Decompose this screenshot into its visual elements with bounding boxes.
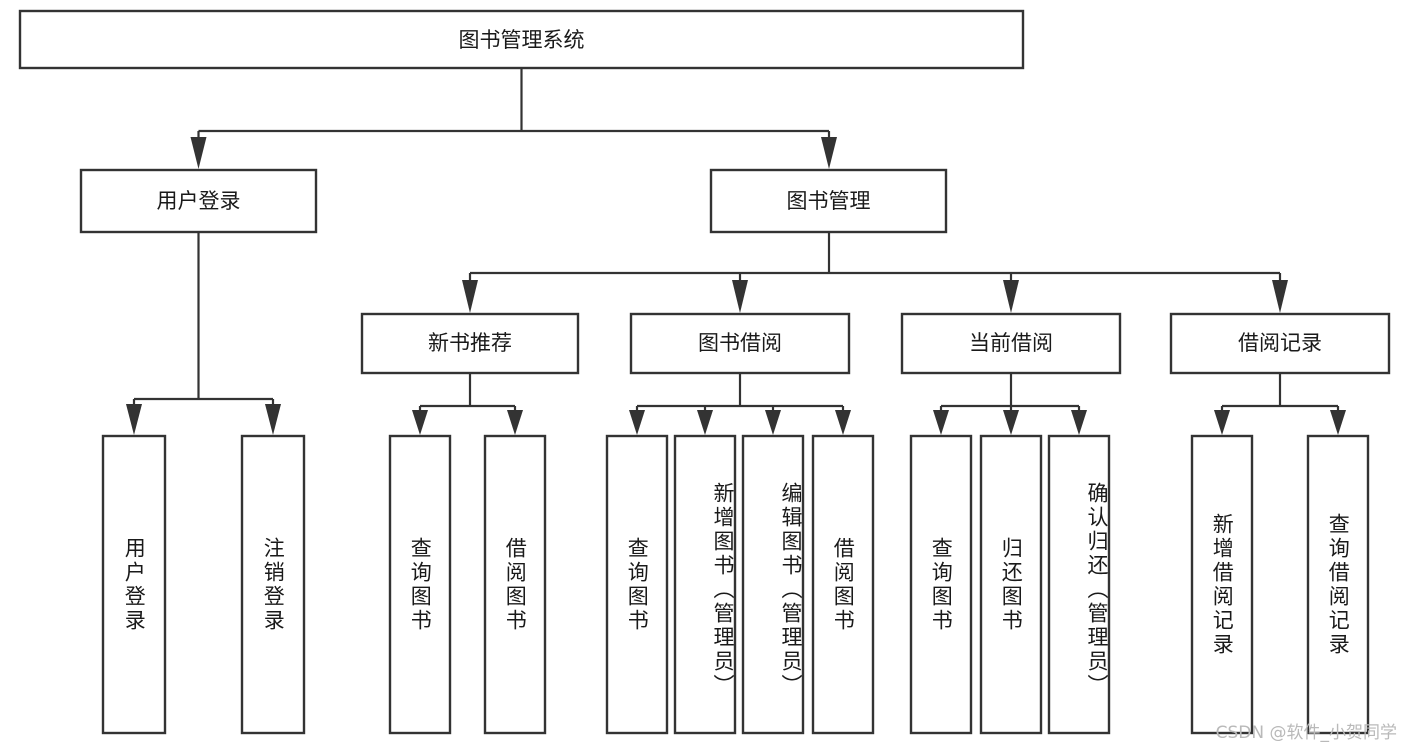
node-leaf-borrow-book-2[interactable] [811,434,875,735]
node-book-manage[interactable] [709,168,948,234]
node-book-borrow-label: 图书借阅 [698,331,782,355]
node-current-borrow-label: 当前借阅 [969,331,1053,355]
arrowhead-book-manage [821,137,837,169]
arrowhead-leaf-add-book [697,410,713,435]
arrowhead-leaf-borrow-book-2 [835,410,851,435]
connectors-group [126,68,1346,435]
node-leaf-query-book-3[interactable] [909,434,973,735]
arrowhead-leaf-query-book-2 [629,410,645,435]
node-current-borrow[interactable] [900,312,1122,375]
node-leaf-user-login[interactable] [101,434,167,735]
node-leaf-query-record[interactable] [1306,434,1370,735]
arrowhead-leaf-edit-book [765,410,781,435]
arrowhead-leaf-user-login [126,404,142,435]
arrowhead-leaf-confirm-return [1071,410,1087,435]
node-book-manage-label: 图书管理 [787,189,871,213]
arrowhead-leaf-return-book [1003,410,1019,435]
node-leaf-user-logout[interactable] [240,434,306,735]
node-book-borrow[interactable] [629,312,851,375]
arrowhead-leaf-add-record [1214,410,1230,435]
arrowhead-leaf-query-book-3 [933,410,949,435]
arrowhead-book-borrow [732,280,748,313]
node-borrow-record-label: 借阅记录 [1238,331,1322,355]
csdn-watermark: CSDN @软件_小贺同学 [1215,723,1397,743]
node-leaf-query-book-1[interactable] [388,434,452,735]
node-leaf-add-book[interactable] [673,434,737,735]
arrowhead-user-login [190,137,207,169]
node-borrow-record[interactable] [1169,312,1391,375]
arrowhead-current-borrow [1003,280,1019,313]
arrowhead-leaf-borrow-book-1 [507,410,523,435]
node-user-login[interactable] [79,168,318,234]
node-leaf-borrow-book-1[interactable] [483,434,547,735]
arrowhead-leaf-user-logout [265,404,281,435]
node-root-label: 图书管理系统 [459,28,585,52]
node-leaf-add-record[interactable] [1190,434,1254,735]
arrowhead-leaf-query-record [1330,410,1346,435]
node-new-book-rec-label: 新书推荐 [428,331,512,355]
node-leaf-edit-book[interactable] [741,434,805,735]
node-leaf-query-book-2[interactable] [605,434,669,735]
arrowhead-new-book-rec [462,280,478,313]
node-leaf-return-book[interactable] [979,434,1043,735]
node-user-login-label: 用户登录 [157,189,241,213]
arrowhead-leaf-query-book-1 [412,410,428,435]
node-leaf-confirm-return[interactable] [1047,434,1111,735]
node-new-book-rec[interactable] [360,312,580,375]
nodes-group: 图书管理系统 用户登录 图书管理 新书推荐 图书借阅 当前借阅 借阅记录 [18,9,1391,735]
arrowhead-borrow-record [1272,280,1288,313]
node-root[interactable] [18,9,1025,70]
